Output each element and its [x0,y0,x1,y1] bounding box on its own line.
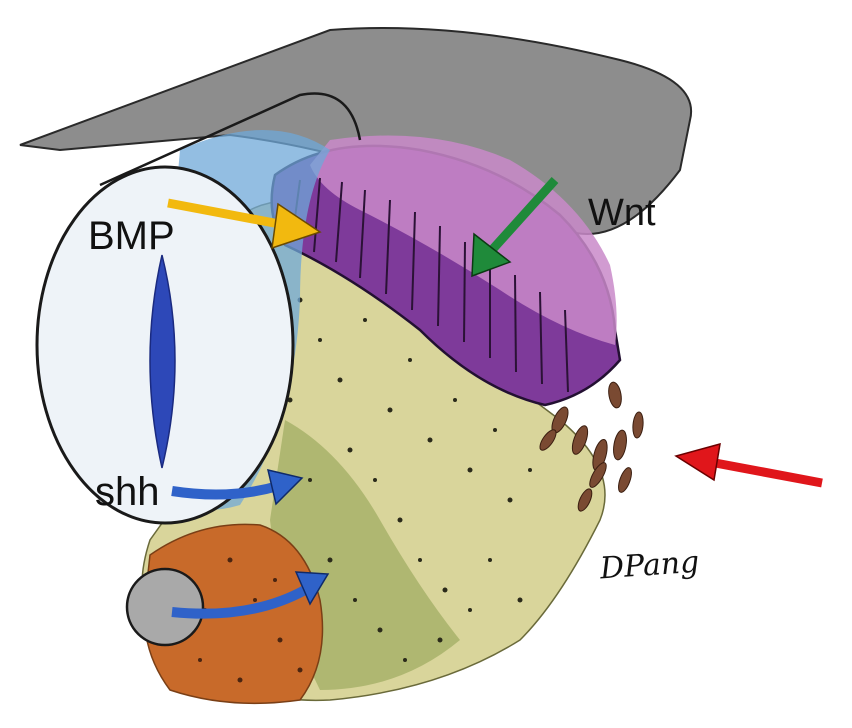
shh-label: shh [95,470,160,514]
wnt-label: Wnt [588,192,656,234]
artist-signature: DPang [598,544,701,587]
shh-arrow-upper [171,468,304,506]
indicator-arrow [674,442,823,488]
optic-cup-cylinder [99,92,362,187]
shh-arrow-lower [171,571,330,619]
bmp-label: BMP [88,214,175,258]
lens [149,254,176,469]
bmp-arrow [167,198,322,250]
fringe-cells [539,381,644,512]
blood-vessel [125,567,205,647]
wnt-arrow [471,176,559,278]
